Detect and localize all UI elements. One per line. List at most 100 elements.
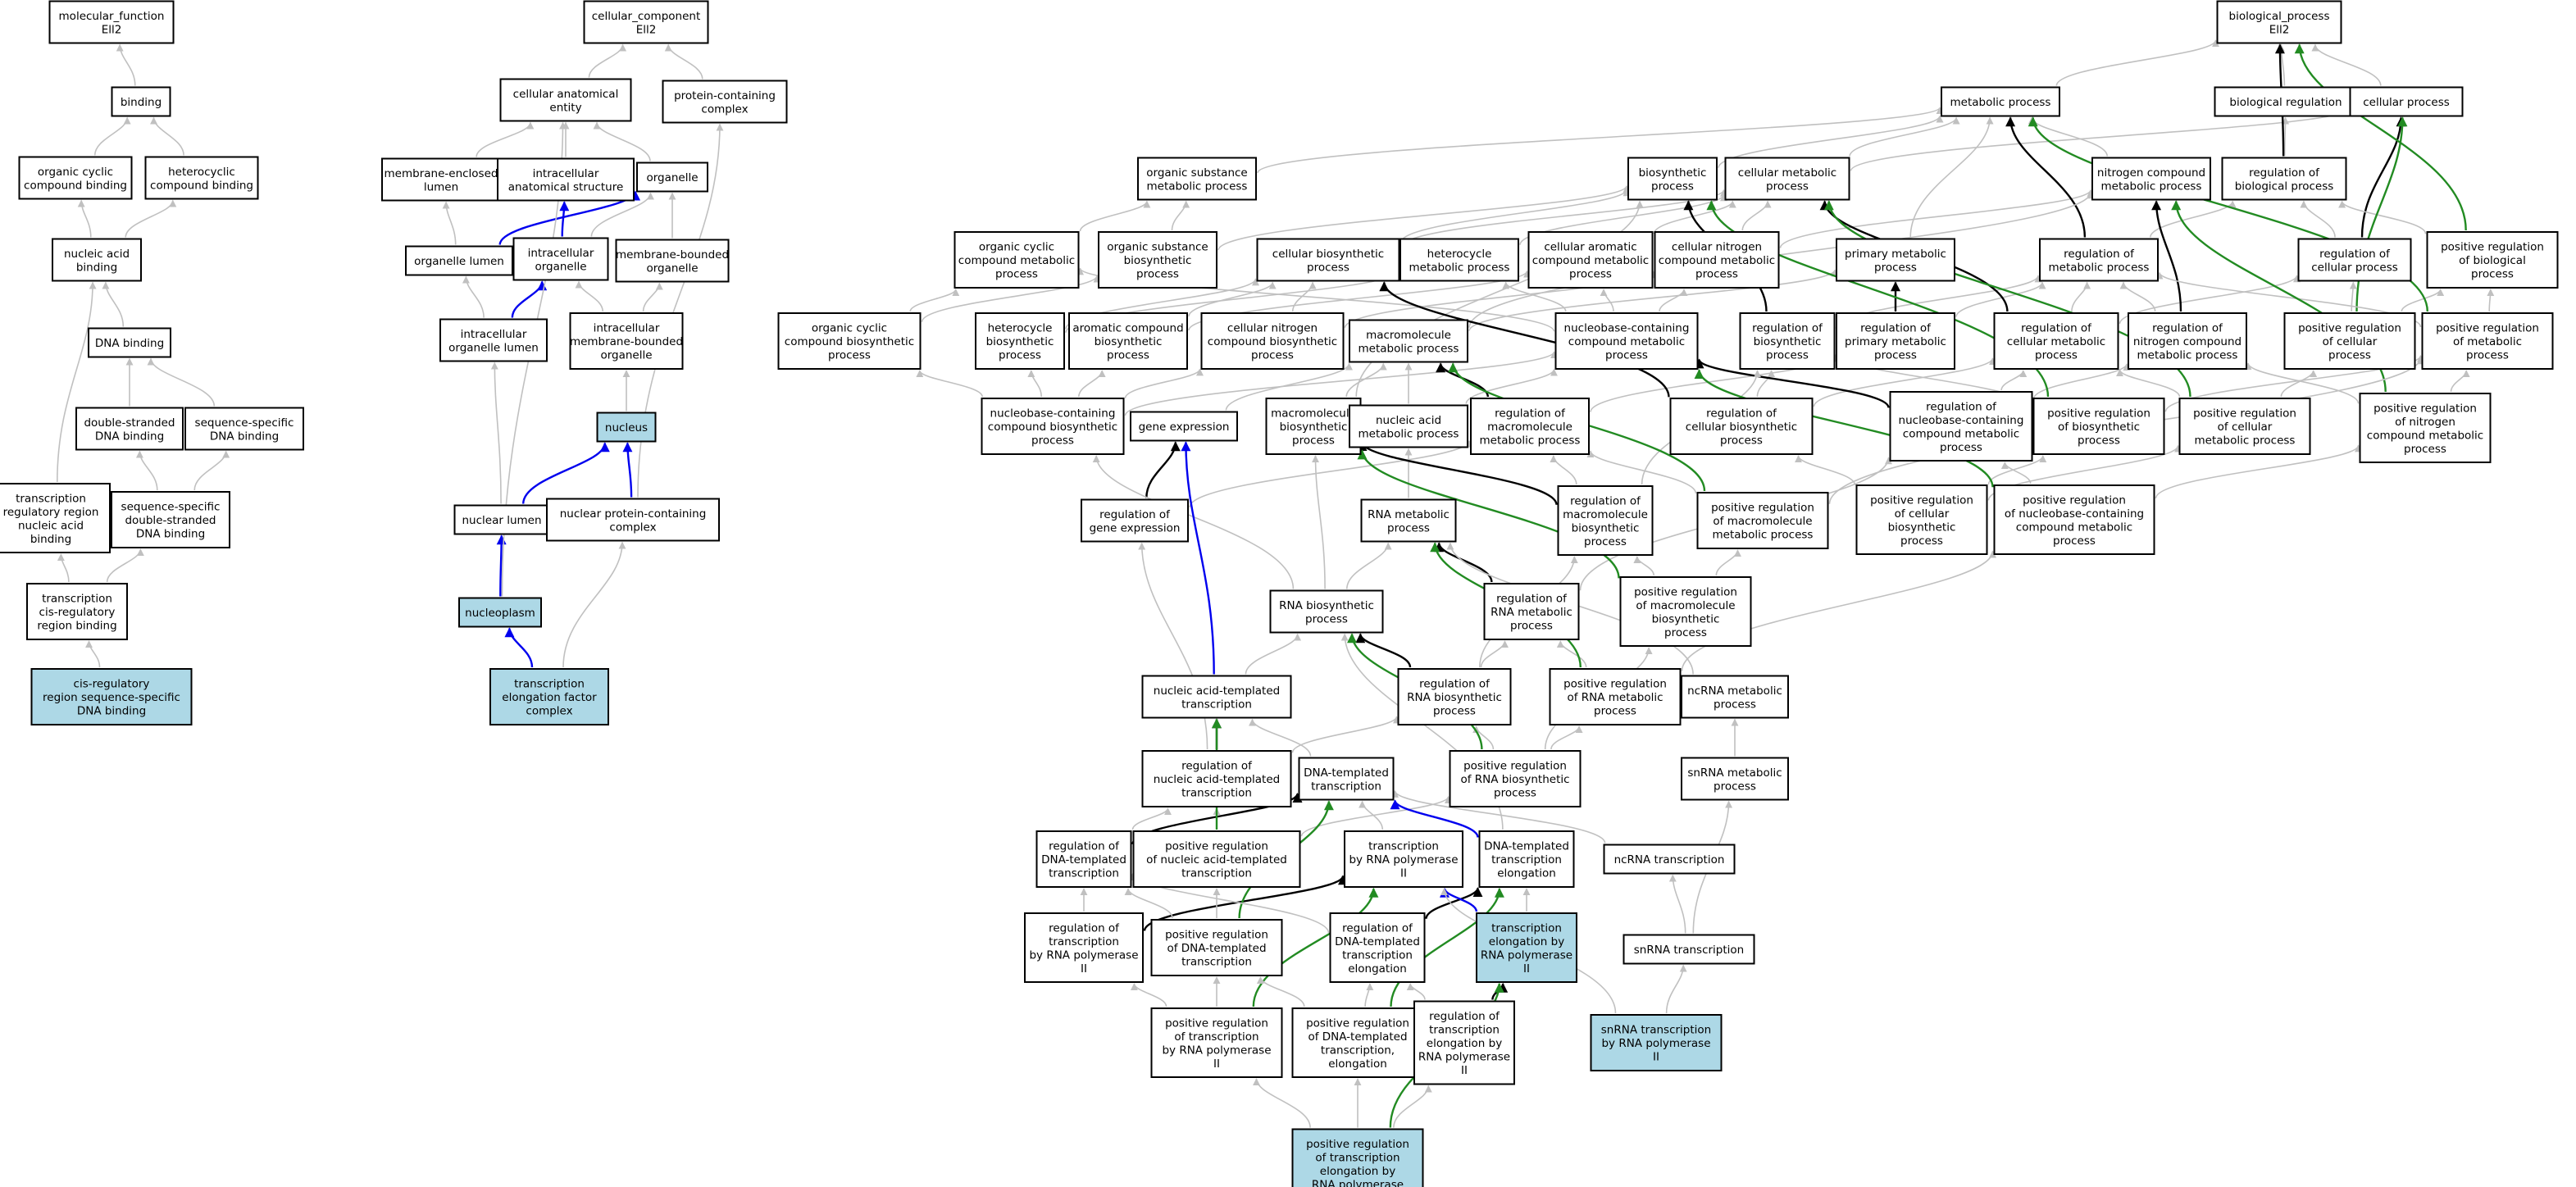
node-ncrna-tx[interactable]: ncRNA transcription xyxy=(1603,844,1736,875)
node-organelle[interactable]: organelle xyxy=(636,161,708,193)
node-nuc-lumen[interactable]: nuclear lumen xyxy=(453,504,550,535)
node-snrna-tx[interactable]: snRNA transcription xyxy=(1623,934,1755,965)
node-gene-expr[interactable]: gene expression xyxy=(1130,411,1238,442)
node-binding[interactable]: binding xyxy=(111,86,171,117)
node-met-proc[interactable]: metabolic process xyxy=(1941,86,2060,117)
node-dna-bind[interactable]: DNA binding xyxy=(88,327,171,358)
node-org-lumen[interactable]: organelle lumen xyxy=(405,245,513,276)
node-nucleoplasm[interactable]: nucleoplasm xyxy=(458,597,542,628)
node-cell-proc[interactable]: cellular process xyxy=(2349,86,2464,117)
node-nucleus[interactable]: nucleus xyxy=(596,412,657,443)
node-bio-reg[interactable]: biological regulation xyxy=(2214,86,2358,117)
